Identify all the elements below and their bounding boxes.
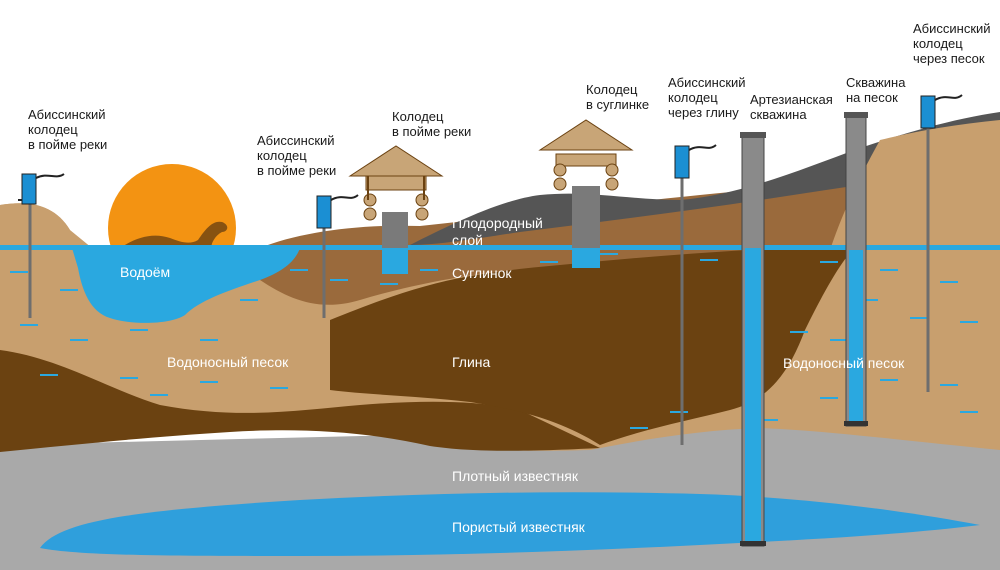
aquifer-sand-right-label: Водоносный песок [783,355,905,371]
water-table-line [0,245,1000,250]
abyssinian-well-2 [316,194,359,318]
riverbank-left [0,203,70,250]
svg-text:Скважина: Скважина [846,75,906,90]
abyssinian-well-1 [18,173,65,318]
label-floodplain-well: Колодец в пойме реки [392,109,471,139]
loam-layer [260,168,1000,305]
svg-text:на песок: на песок [846,90,898,105]
pond-label: Водоём [120,264,170,280]
svg-text:Колодец: Колодец [586,82,638,97]
svg-text:колодец: колодец [668,90,718,105]
clay-label: Глина [452,354,491,370]
loam-label: Суглинок [452,265,512,281]
sand-hill-right [830,120,1000,250]
pond [72,248,300,323]
svg-text:колодец: колодец [28,122,78,137]
svg-text:Артезианская: Артезианская [750,92,833,107]
label-sand-borehole: Скважина на песок [846,75,906,105]
svg-text:Абиссинский: Абиссинский [28,107,106,122]
svg-text:Абиссинский: Абиссинский [913,21,991,36]
svg-text:скважина: скважина [750,107,807,122]
svg-text:в пойме реки: в пойме реки [257,163,336,178]
svg-text:Колодец: Колодец [392,109,444,124]
label-loam-well: Колодец в суглинке [586,82,649,112]
label-abyssinian-2: Абиссинский колодец в пойме реки [257,133,336,178]
sand-borehole [844,112,868,427]
svg-text:Абиссинский: Абиссинский [257,133,335,148]
porous-limestone-label: Пористый известняк [452,519,586,535]
svg-text:в пойме реки: в пойме реки [28,137,107,152]
abyssinian-well-sand [920,94,963,392]
label-abyssinian-sand: Абиссинский колодец через песок [913,21,991,66]
artesian-borehole [740,132,766,547]
label-abyssinian-clay: Абиссинский колодец через глину [668,75,746,120]
floodplain-shaft-well [348,145,444,274]
clay-layer [330,242,860,445]
svg-text:через песок: через песок [913,51,985,66]
fertile-label-2: слой [452,232,483,248]
aquifer-sand-left-label: Водоносный песок [167,354,289,370]
label-artesian: Артезианская скважина [750,92,833,122]
dense-limestone-label: Плотный известняк [452,468,579,484]
abyssinian-well-clay [674,144,717,445]
lake-monster-silhouette [120,221,228,248]
svg-text:Абиссинский: Абиссинский [668,75,746,90]
water-dashes [10,253,978,429]
svg-text:в суглинке: в суглинке [586,97,649,112]
label-abyssinian-1: Абиссинский колодец в пойме реки [28,107,107,152]
svg-text:в пойме реки: в пойме реки [392,124,471,139]
fertile-soil-layer [410,112,1000,245]
fertile-label-1: Плодородный [452,215,543,231]
loam-shaft-well [538,119,634,268]
svg-text:через глину: через глину [668,105,739,120]
svg-text:колодец: колодец [257,148,307,163]
clay-lower-band [0,350,600,452]
svg-text:колодец: колодец [913,36,963,51]
